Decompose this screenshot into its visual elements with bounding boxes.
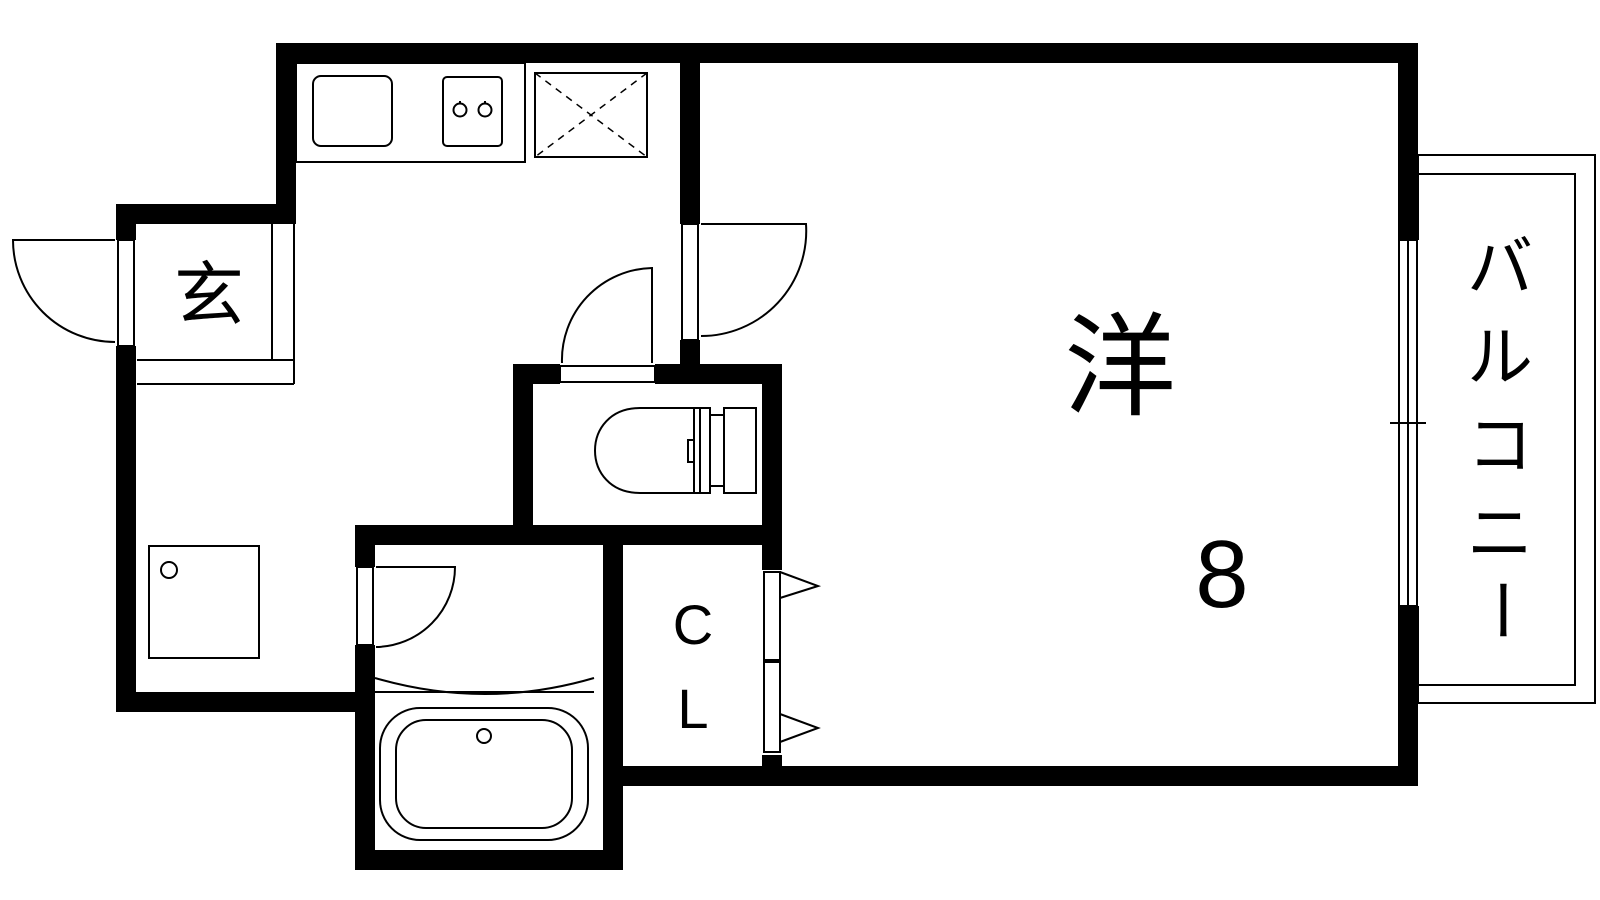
closet-label-l: L bbox=[677, 677, 708, 740]
genkan-label: 玄 bbox=[174, 254, 244, 336]
wall-left-lower bbox=[116, 336, 375, 712]
wall-top bbox=[276, 43, 1418, 250]
wall-bath-left bbox=[355, 525, 623, 870]
kitchen-counter bbox=[295, 62, 648, 163]
toilet-icon bbox=[594, 407, 757, 494]
balcony-char-4: ニ bbox=[1467, 495, 1533, 572]
stove-icon bbox=[442, 76, 503, 147]
balcony-char-5: ー bbox=[1462, 577, 1539, 643]
closet-doors bbox=[761, 570, 822, 755]
balcony: バ ル コ ニ ー bbox=[1417, 154, 1596, 704]
balcony-char-1: バ bbox=[1467, 229, 1533, 306]
walls bbox=[116, 43, 1418, 870]
toilet-door bbox=[559, 266, 656, 385]
refrigerator-space-icon bbox=[534, 72, 648, 158]
sink-icon bbox=[312, 75, 393, 147]
window-balcony bbox=[1390, 239, 1426, 607]
washer-pan-icon bbox=[148, 545, 260, 659]
room-door bbox=[679, 223, 808, 341]
bathtub-icon bbox=[374, 677, 595, 841]
entrance-door bbox=[11, 239, 137, 347]
balcony-char-2: ル bbox=[1467, 319, 1533, 396]
genkan-step bbox=[137, 224, 295, 385]
balcony-char-3: コ bbox=[1467, 407, 1533, 484]
western-room-label: 洋 bbox=[1064, 303, 1176, 433]
closet-label-c: C bbox=[673, 593, 713, 656]
counter-outline bbox=[295, 62, 526, 163]
bath-door bbox=[354, 566, 457, 648]
western-room-size: 8 bbox=[1195, 521, 1248, 628]
